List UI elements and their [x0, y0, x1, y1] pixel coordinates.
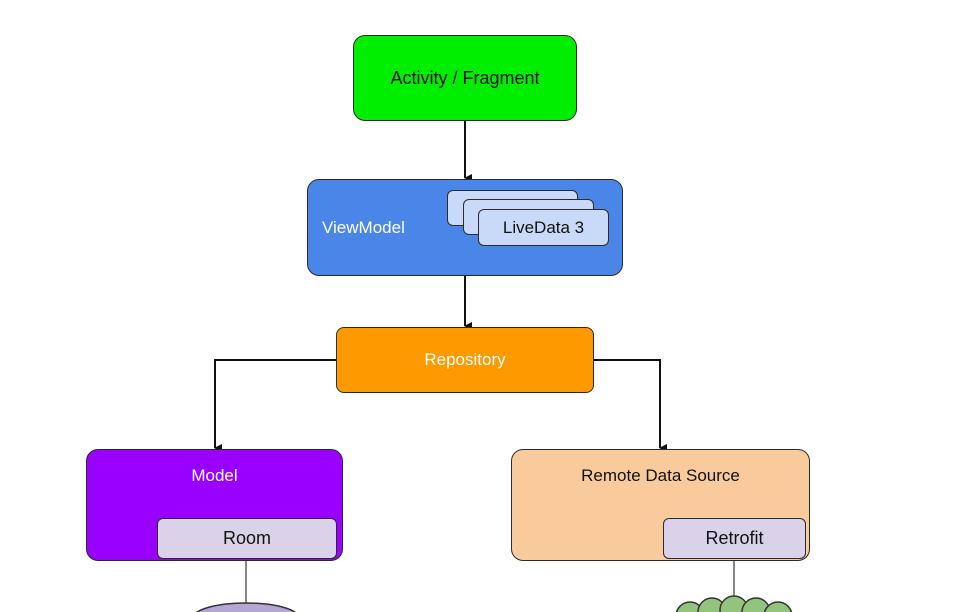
livedata-card-front: LiveData 3 — [478, 209, 609, 246]
viewmodel-label: ViewModel — [322, 218, 405, 237]
activity-fragment-node: Activity / Fragment — [353, 35, 577, 121]
room-label: Room — [222, 528, 271, 548]
remote-data-source-node: Remote Data Source Retrofit — [511, 449, 810, 561]
arrow-repository-to-model — [214, 359, 336, 452]
repository-label: Repository — [424, 350, 506, 369]
viewmodel-node: ViewModel LiveData 3 — [307, 179, 623, 276]
activity-fragment-label: Activity / Fragment — [390, 67, 540, 88]
retrofit-node: Retrofit — [663, 518, 806, 559]
retrofit-label: Retrofit — [705, 528, 764, 548]
model-label: Model — [191, 466, 238, 485]
livedata-label: LiveData 3 — [502, 217, 585, 237]
cloud-icon — [675, 595, 793, 612]
remote-data-source-label: Remote Data Source — [581, 466, 740, 485]
model-node: Model Room — [86, 449, 343, 561]
arrow-repository-to-remote — [594, 359, 667, 452]
repository-node: Repository — [336, 327, 594, 393]
room-node: Room — [157, 518, 337, 559]
database-icon — [196, 602, 296, 612]
